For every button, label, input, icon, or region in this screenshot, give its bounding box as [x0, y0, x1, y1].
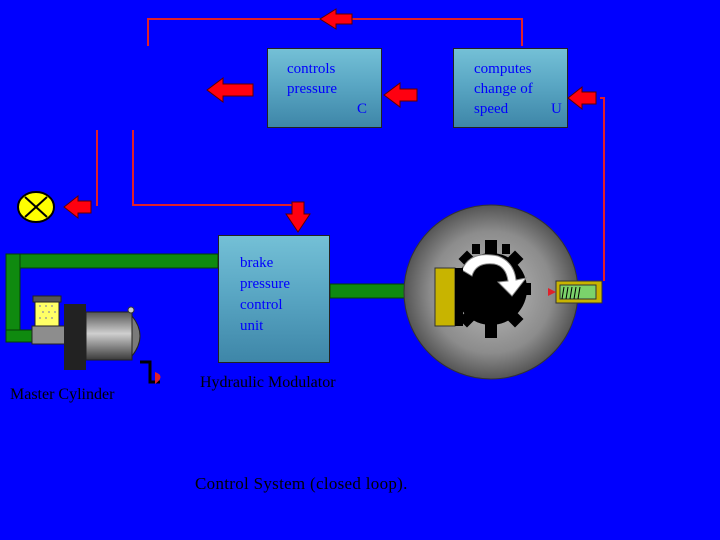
computes-line3: speed: [474, 101, 509, 117]
brake-unit-line4: unit: [240, 318, 264, 334]
reservoir-cap: [32, 295, 62, 303]
hydraulic-modulator-label: Hydraulic Modulator: [200, 374, 336, 391]
arrow-feedback-left: [319, 8, 353, 30]
brake-caliper: [434, 267, 456, 327]
arrow-sensor-input: [567, 85, 597, 111]
pipe-top: [5, 253, 219, 269]
pipe-left: [5, 253, 21, 343]
sensor-signal-line: [600, 97, 605, 281]
wheel-speed-sensor: [548, 280, 603, 304]
fluid-reservoir: [34, 301, 60, 327]
controller-symbol: C: [357, 101, 368, 117]
master-cylinder-label: Master Cylinder: [10, 386, 115, 403]
arrow-to-brake-unit: [285, 201, 311, 233]
arrow-between-boxes: [383, 82, 418, 108]
brake-unit-line2: pressure: [240, 276, 290, 292]
diagram-caption: Control System (closed loop).: [195, 474, 408, 493]
cylinder-body: [85, 311, 133, 361]
rotation-arrow-icon: [461, 254, 528, 297]
master-cylinder: [31, 295, 161, 384]
computes-speed-box: computes change of speed U: [453, 48, 568, 128]
caliper-pad: [455, 268, 463, 326]
controller-to-brake-line: [132, 130, 299, 206]
controls-pressure-line1: controls: [287, 61, 336, 77]
controls-pressure-line2: pressure: [287, 81, 337, 97]
signal-arrows: [63, 8, 597, 233]
warning-lamp-icon: [17, 191, 55, 223]
brake-unit-line1: brake: [240, 255, 274, 271]
arrow-to-lamp: [63, 194, 92, 220]
arrow-to-lamp-signal: [206, 77, 254, 103]
computes-line1: computes: [474, 61, 532, 77]
controls-pressure-box: controls pressure C: [267, 48, 382, 128]
brake-unit-line3: control: [240, 297, 283, 313]
brake-pressure-control-unit: brake pressure control unit: [218, 235, 330, 363]
wheel-assembly: [403, 204, 579, 380]
computes-line2: change of: [474, 81, 533, 97]
speed-symbol: U: [551, 101, 562, 117]
